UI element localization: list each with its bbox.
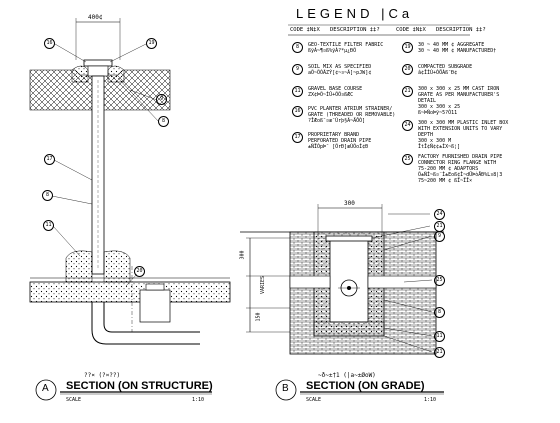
legend-item-text: 30 ~ 40 MM ¢ AGGREGATE 30 ~ 40 MM ¢ MANU… [418, 42, 497, 54]
section-b-drawing [240, 204, 444, 401]
legend-code-badge: 20 [402, 64, 413, 75]
section-b-callout: 25 [434, 275, 445, 286]
section-b-dimension: 300 [239, 250, 246, 260]
legend-code-badge: 24 [402, 120, 413, 131]
section-a-callout: 20 [134, 266, 145, 277]
legend-item-text: GRAVEL BASE COURSE ZX¢ÞÕ~ÍÛ+ÕÕ¤ßÆC [308, 86, 363, 98]
section-a-callout: 16 [44, 38, 55, 49]
section-a-title: SECTION (ON STRUCTURE) [66, 380, 213, 392]
legend-code-badge: 11 [292, 86, 303, 97]
legend-item-text: GEO-TEXTILE FILTER FABRIC ßÿÀ~¶¤ß%ÿÀ?*µ¿… [308, 42, 384, 54]
section-a-callout: 9 [156, 94, 167, 105]
legend-code-badge: 17 [292, 132, 303, 143]
section-b-title: SECTION (ON GRADE) [306, 380, 425, 392]
legend-header-description: DESCRIPTION ‡‡? [330, 27, 380, 33]
section-b-dimension: VARIES [260, 275, 267, 295]
section-b-callout: 9 [434, 231, 445, 242]
section-b-scale-value: 1:10 [424, 397, 437, 403]
section-b-callout: 24 [434, 209, 445, 220]
section-a-callout: 8 [42, 190, 53, 201]
section-a-callout: 8 [158, 116, 169, 127]
section-b-dimension: 150 [255, 312, 262, 322]
legend-item-text: 300 x 300 MM PLASTIC INLET BOX WITH EXTE… [418, 120, 509, 150]
legend-item-text: 300 x 300 x 25 MM CAST IRON GRATE AS PER… [418, 86, 500, 116]
section-a-callout: 19 [146, 38, 157, 49]
legend-item-text: FACTORY FURNISHED DRAIN PIPE CONNECTOR R… [418, 154, 503, 184]
section-b-subtitle: ~ð~±†1 (|a~±ØoW) [318, 372, 376, 379]
legend-code-badge: 8 [292, 42, 303, 53]
legend-code-badge: 25 [402, 154, 413, 165]
section-a-letter: A [42, 383, 49, 394]
legend-code-badge: 9 [292, 64, 303, 75]
legend-header-code-2: CODE ‡N‡X [396, 27, 426, 33]
legend-code-badge: 16 [292, 106, 303, 117]
section-a-drawing [29, 18, 231, 401]
section-b-top-dimension: 300 [344, 200, 355, 207]
section-b-scale-label: SCALE [306, 397, 322, 403]
section-a-callout: 17 [44, 154, 55, 165]
legend-item-text: COMPACTED SUBGRADE â¢ÎÌÙ+ÒÖÀß¯Ð¢ [418, 64, 473, 76]
section-b-callout: 8 [434, 307, 445, 318]
section-a-scale-label: SCALE [66, 397, 82, 403]
section-a-subtitle: ??¤ (?¤??) [84, 372, 121, 379]
legend-code-badge: 21 [402, 86, 413, 97]
legend-item-text: PROPRIETARY BRAND PERFORATED DRAIN PIPE … [308, 132, 372, 150]
legend-header-description-2: DESCRIPTION ‡‡? [436, 27, 486, 33]
section-b-callout: 11 [434, 331, 445, 342]
section-a-callout: 11 [43, 220, 54, 231]
legend-title: LEGEND |Ca [296, 6, 414, 21]
legend-item-text: PVC PLANTER ATRIUM STRAINER/ GRATE (THRE… [308, 106, 396, 124]
legend-item-text: SOIL MIX AS SPECIFIED aÕ~ÕÒÃZÝ[¢~¤~Ã]~pJ… [308, 64, 372, 76]
legend-code-badge: 19 [402, 42, 413, 53]
section-a-scale-value: 1:10 [192, 397, 205, 403]
section-b-callout: 21 [434, 347, 445, 358]
section-a-top-dimension: 400¢ [88, 14, 103, 21]
legend-header-code: CODE ‡N‡X [290, 27, 320, 33]
section-b-letter: B [282, 383, 289, 394]
